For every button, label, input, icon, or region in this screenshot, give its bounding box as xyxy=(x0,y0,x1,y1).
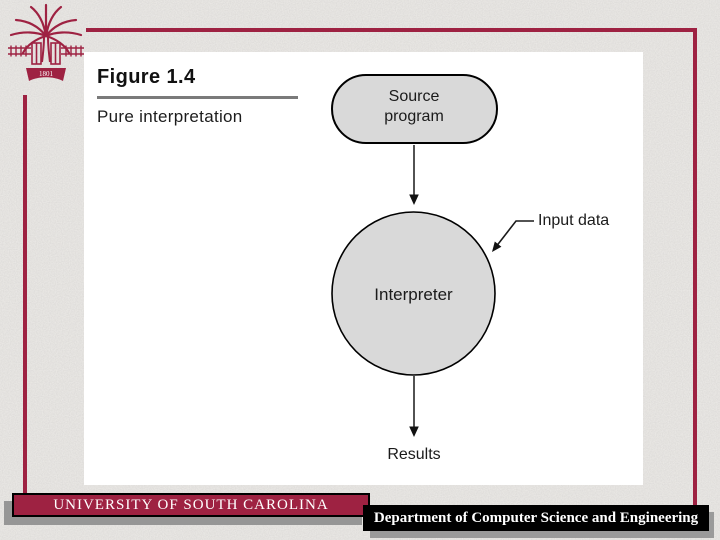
department-bar: Department of Computer Science and Engin… xyxy=(363,505,709,531)
interpreter-shape xyxy=(331,211,496,376)
figure-rule xyxy=(97,96,298,99)
arrowhead-interpreter-to-results xyxy=(409,426,419,437)
figure-caption: Pure interpretation xyxy=(97,107,243,126)
department-name: Department of Computer Science and Engin… xyxy=(373,509,699,526)
arrowhead-source-to-interpreter xyxy=(409,194,419,205)
university-name: UNIVERSITY OF SOUTH CAROLINA xyxy=(53,496,329,513)
frame-line-right xyxy=(693,28,697,507)
source-program-label: Source program xyxy=(384,88,444,125)
source-program-shape xyxy=(331,74,498,144)
gate-pillars xyxy=(31,42,61,65)
input-data-callout-line xyxy=(496,220,534,246)
frame-line-top xyxy=(86,28,697,32)
logo-banner-year: 1801 xyxy=(39,70,54,78)
gate-right xyxy=(61,45,84,57)
university-bar: UNIVERSITY OF SOUTH CAROLINA xyxy=(12,493,370,517)
logo-banner xyxy=(26,68,66,81)
palmetto-fronds xyxy=(9,3,83,55)
usc-logo-icon: 1801 xyxy=(8,3,84,81)
interpreter-label: Interpreter xyxy=(374,285,453,304)
input-data-label: Input data xyxy=(538,212,610,229)
frame-line-left xyxy=(23,95,27,493)
figure-label: Figure 1.4 xyxy=(97,66,196,88)
gate-left xyxy=(8,45,31,57)
arrowhead-input-data xyxy=(492,241,502,252)
palmetto-trunk xyxy=(41,36,51,63)
results-label: Results xyxy=(387,446,441,463)
